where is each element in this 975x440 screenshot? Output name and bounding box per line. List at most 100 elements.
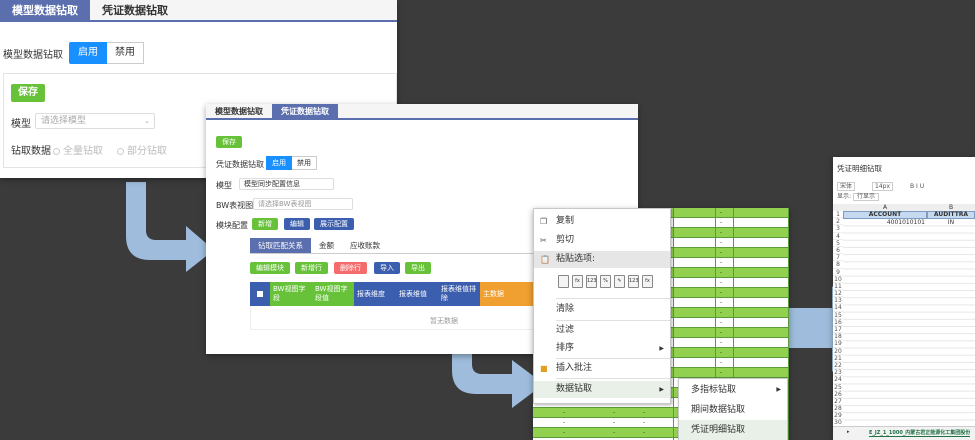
sheet-cell-dash: -	[720, 369, 723, 376]
cell-audittra-value[interactable]: IN	[947, 219, 955, 226]
select-all-checkbox[interactable]	[250, 282, 270, 306]
format-buttons[interactable]: B I U	[910, 182, 925, 190]
col-a-header[interactable]: A	[882, 204, 888, 211]
row-number[interactable]: 29	[833, 412, 843, 420]
sheet-tab-bar: ▸ E_JZ_1_1000_内蒙古君正能源化工集团股份	[833, 426, 975, 440]
menu-clear[interactable]: 清除	[534, 301, 670, 318]
row-number[interactable]: 4	[833, 233, 843, 240]
row-number[interactable]: 13	[833, 297, 843, 305]
menu-data-drill[interactable]: 数据钻取▶	[534, 381, 670, 398]
tab-voucher-drill[interactable]: 凭证数据钻取	[102, 4, 168, 17]
font-select[interactable]: 宋体	[837, 181, 856, 191]
row-number[interactable]: 6	[833, 247, 843, 255]
sheet-cell-dash: -	[613, 419, 616, 426]
row-number[interactable]: 9	[833, 269, 843, 276]
sheet-cell-dash: -	[643, 419, 646, 426]
paste-link-icon[interactable]: fx	[642, 275, 653, 288]
col-report-dim-value: 报表维值	[396, 282, 438, 306]
menu-sort[interactable]: 排序▶	[534, 340, 670, 357]
subtab-drill-match[interactable]: 钻取匹配关系	[250, 238, 311, 253]
menu-filter-label: 过滤	[556, 325, 575, 335]
sheet-grid[interactable]	[843, 211, 975, 427]
paste-icon[interactable]	[558, 275, 569, 288]
submenu-voucher-detail[interactable]: 凭证明细钻取	[679, 420, 787, 440]
row-number[interactable]: 22	[833, 361, 843, 370]
row-number[interactable]: 2	[833, 218, 843, 226]
menu-separator	[556, 298, 670, 299]
row-number[interactable]: 24	[833, 376, 843, 384]
row-number[interactable]: 11	[833, 282, 843, 291]
model-select[interactable]: 模型同步配置信息	[239, 178, 334, 190]
subtab-receivables[interactable]: 应收账款	[350, 241, 380, 250]
enable-button[interactable]: 启用	[69, 42, 107, 64]
submenu-period-drill[interactable]: 期间数据钻取	[679, 400, 787, 420]
row-number[interactable]: 15	[833, 311, 843, 319]
sheet-cell-dash: -	[643, 409, 646, 416]
edit-button[interactable]: 编辑	[284, 218, 310, 230]
menu-copy[interactable]: ❐复制	[534, 213, 670, 230]
row-number[interactable]: 1	[833, 211, 843, 219]
submenu-multi-indicator[interactable]: 多指标钻取▶	[679, 380, 787, 400]
menu-cut-label: 剪切	[556, 235, 575, 245]
corner-cell	[833, 204, 843, 211]
radio-part[interactable]: 部分钻取	[117, 142, 167, 157]
sheet-cell-dash: -	[720, 349, 723, 356]
row-number[interactable]: 14	[833, 304, 843, 312]
col-b-header[interactable]: B	[948, 204, 954, 211]
module-config-label: 模块配置	[216, 221, 248, 230]
import-button[interactable]: 导入	[374, 262, 400, 274]
header-cell-account[interactable]: ACCOUNT	[843, 211, 927, 219]
disable-button[interactable]: 禁用	[107, 42, 144, 64]
flow-arrow-1	[126, 182, 214, 272]
tab-model-drill[interactable]: 模型数据钻取	[215, 107, 263, 116]
header-cell-audittra[interactable]: AUDITTRA	[927, 211, 975, 219]
radio-all[interactable]: 全量钻取	[53, 142, 103, 157]
row-number[interactable]: 17	[833, 326, 843, 334]
row-number[interactable]: 5	[833, 240, 843, 247]
add-row-button[interactable]: 新增行	[295, 262, 328, 274]
row-number[interactable]: 10	[833, 275, 843, 283]
row-number[interactable]: 26	[833, 390, 843, 398]
row-number[interactable]: 8	[833, 261, 843, 269]
save-button[interactable]: 保存	[216, 136, 242, 148]
row-number[interactable]: 19	[833, 340, 843, 348]
add-button[interactable]: 新增	[252, 218, 278, 230]
row-number[interactable]: 23	[833, 369, 843, 377]
row-number[interactable]: 28	[833, 405, 843, 413]
tab-voucher-drill[interactable]: 凭证数据钻取	[272, 104, 338, 118]
row-number[interactable]: 18	[833, 333, 843, 341]
tab-model-drill[interactable]: 模型数据钻取	[0, 0, 90, 20]
edit-module-button[interactable]: 编辑模块	[250, 262, 290, 274]
font-size-select[interactable]: 14px	[872, 181, 894, 191]
row-number[interactable]: 25	[833, 383, 843, 391]
paste-formula-icon[interactable]: fx	[572, 275, 583, 288]
menu-cut[interactable]: ✂剪切	[534, 232, 670, 249]
sheet-nav-icon[interactable]: ▸	[847, 429, 850, 435]
cell-account-value[interactable]: 4001010101	[886, 219, 925, 226]
row-number[interactable]: 27	[833, 397, 843, 406]
paste-values-icon[interactable]: 123	[586, 275, 597, 288]
row-number[interactable]: 3	[833, 225, 843, 233]
export-button[interactable]: 导出	[405, 262, 431, 274]
menu-insert-comment[interactable]: ■插入批注	[534, 360, 670, 377]
row-number[interactable]: 20	[833, 347, 843, 355]
bw-view-select[interactable]: 请选择BW表视图	[253, 198, 353, 210]
row-number[interactable]: 21	[833, 354, 843, 362]
subtab-amount[interactable]: 金额	[319, 241, 334, 250]
model-select[interactable]: 请选择模型 ⌄	[35, 113, 155, 129]
enable-button[interactable]: 启用	[266, 156, 292, 170]
paste-brush-icon[interactable]: ✎	[614, 275, 625, 288]
save-button[interactable]: 保存	[11, 84, 45, 102]
display-mode-select[interactable]: 行显示	[853, 193, 880, 201]
sheet-tab[interactable]: E_JZ_1_1000_内蒙古君正能源化工集团股份	[869, 430, 971, 437]
delete-row-button[interactable]: 删除行	[334, 262, 367, 274]
menu-filter[interactable]: 过滤	[534, 322, 670, 339]
sheet-cell-dash: -	[720, 279, 723, 286]
row-number[interactable]: 16	[833, 318, 843, 326]
disable-button[interactable]: 禁用	[292, 156, 317, 170]
row-number[interactable]: 12	[833, 290, 843, 298]
row-number[interactable]: 7	[833, 254, 843, 262]
show-config-button[interactable]: 展示配置	[314, 218, 354, 230]
paste-format-icon[interactable]: %	[600, 275, 611, 288]
paste-values-format-icon[interactable]: 123	[628, 275, 639, 288]
